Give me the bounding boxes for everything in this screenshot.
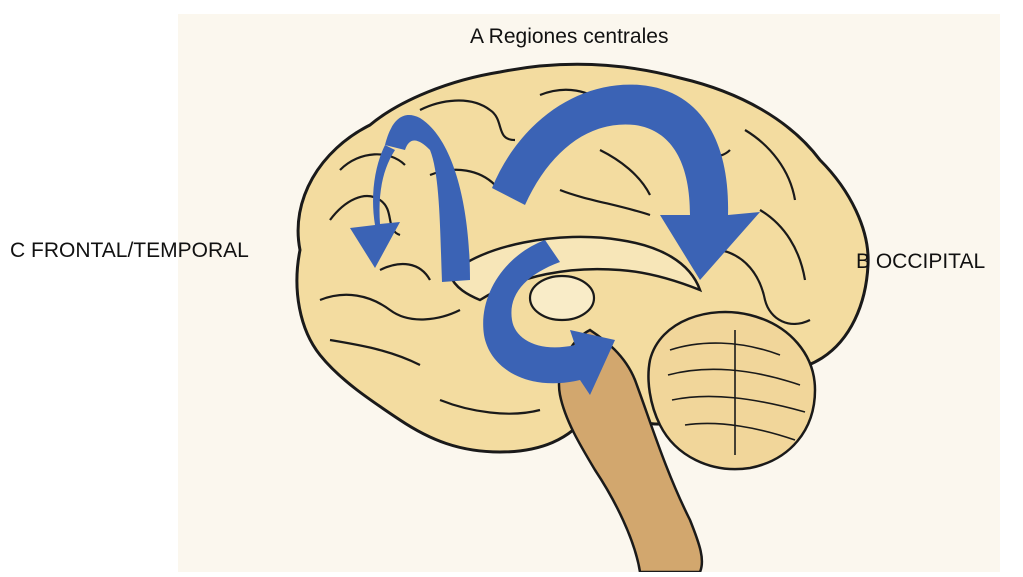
label-a-regiones-centrales: A Regiones centrales — [470, 25, 668, 49]
cerebellum — [648, 312, 815, 469]
label-b-occipital: B OCCIPITAL — [856, 250, 985, 274]
label-c-frontal-temporal: C FRONTAL/TEMPORAL — [10, 239, 249, 263]
thalamus — [530, 276, 594, 320]
